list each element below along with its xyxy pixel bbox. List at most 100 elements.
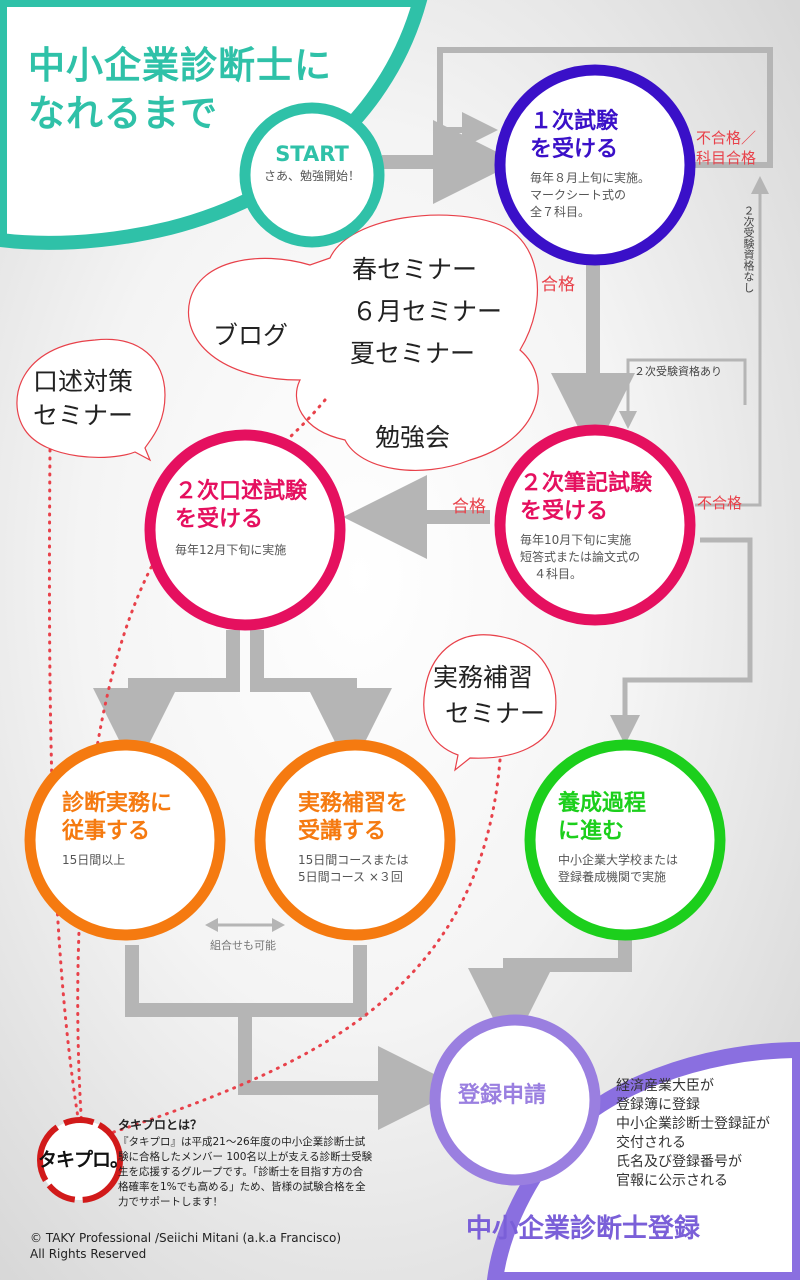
- label-fail-partial-1: 不合格／: [696, 129, 757, 147]
- bubble-jitsumu: [423, 634, 557, 772]
- loop-has-qual: [619, 358, 747, 429]
- registration-line: 官報に公示される: [616, 1173, 728, 1189]
- arrow-to-register: [125, 945, 367, 1017]
- title-panel-shape: [0, 0, 428, 250]
- title-line-1: 中小企業診断士に: [28, 44, 332, 87]
- node-course: 養成過程 に進む 中小企業大学校または 登録養成機関で実施: [558, 790, 698, 886]
- label-fail-partial-2: 科目合格: [696, 149, 757, 167]
- exam2o-desc-1: 毎年12月下旬に実施: [175, 543, 287, 557]
- bubble-oral-2: セミナー: [33, 401, 134, 430]
- exam2w-title-1: ２次筆記試験: [520, 471, 653, 496]
- loop-no-qual: [695, 176, 769, 507]
- bubble-oral: [16, 338, 166, 462]
- arrow-course-register: [468, 935, 632, 1052]
- about-line: 験に合格したメンバー 100名以上が支える診断士受験: [118, 1151, 373, 1163]
- bubble-blog: ブログ: [213, 321, 289, 350]
- register-title: 登録申請: [458, 1083, 547, 1108]
- bubble-spring: 春セミナー: [352, 255, 478, 284]
- copyright-line-1: © TAKY Professional /Seiichi Mitani (a.k…: [30, 1231, 342, 1245]
- practice-title-2: 従事する: [62, 819, 151, 844]
- label-fail-partial: 不合格／ 科目合格: [696, 128, 756, 168]
- node-start-circle: [239, 102, 385, 248]
- training-title-1: 実務補習を: [298, 791, 409, 816]
- exam2w-title-2: を受ける: [520, 499, 609, 524]
- node-exam2-written: ２次筆記試験 を受ける 毎年10月下旬に実施 短答式または論文式の ４科目。: [520, 470, 670, 583]
- exam2o-title-1: ２次口述試験: [175, 479, 308, 504]
- about-line: 力でサポートします！: [118, 1196, 223, 1208]
- node-exam2-oral: ２次口述試験 を受ける 毎年12月下旬に実施: [175, 478, 325, 559]
- exam2w-desc-3: ４科目。: [534, 567, 583, 581]
- registration-steps: 経済産業大臣が 登録簿に登録 中小企業診断士登録証が 交付される 氏名及び登録番…: [616, 1077, 770, 1191]
- node-exam1-circle: [494, 64, 696, 266]
- course-title-1: 養成過程: [558, 791, 647, 816]
- final-registration: 中小企業診断士登録: [466, 1214, 701, 1244]
- node-register: 登録申請: [458, 1082, 568, 1110]
- practice-desc-1: 15日間以上: [62, 853, 126, 867]
- copyright: © TAKY Professional /Seiichi Mitani (a.k…: [30, 1230, 341, 1262]
- course-desc-1: 中小企業大学校または: [558, 853, 679, 867]
- exam1-title-2: を受ける: [530, 137, 619, 162]
- page-title: 中小企業診断士に なれるまで: [28, 42, 388, 138]
- label-no-qual: ２次受験資格なし: [742, 205, 755, 293]
- exam1-desc-1: 毎年８月上旬に実施。: [530, 171, 651, 185]
- label-combo: 組合せも可能: [210, 939, 276, 952]
- node-training: 実務補習を 受講する 15日間コースまたは 5日間コース ×３回: [298, 790, 428, 886]
- training-title-2: 受講する: [298, 819, 387, 844]
- label-pass-2: 合格: [452, 497, 486, 517]
- copyright-line-2: All Rights Reserved: [30, 1247, 147, 1261]
- start-title: START: [275, 142, 349, 166]
- node-exam2w-circle: [494, 424, 696, 626]
- takipro-logo: タキプロ。: [38, 1149, 129, 1171]
- node-start: START さあ、勉強開始！: [245, 140, 379, 185]
- bubble-june: ６月セミナー: [352, 297, 503, 326]
- training-desc-1: 15日間コースまたは: [298, 853, 409, 867]
- node-exam2o-circle: [144, 429, 346, 631]
- node-practice: 診断実務に 従事する 15日間以上: [62, 790, 197, 869]
- label-fail-2: 不合格: [697, 494, 743, 512]
- practice-title-1: 診断実務に: [62, 791, 173, 816]
- label-has-qual: ２次受験資格あり: [634, 365, 722, 378]
- bubble-cloud-large: [188, 214, 539, 471]
- label-pass-1: 合格: [541, 275, 575, 295]
- arrow-exam2o-practice: [93, 630, 240, 772]
- course-title-2: に進む: [558, 819, 625, 844]
- arrow-exam2w-course: [610, 537, 753, 745]
- node-training-circle: [254, 739, 456, 941]
- title-line-2: なれるまで: [28, 92, 218, 135]
- exam2w-desc-2: 短答式または論文式の: [520, 550, 641, 564]
- arrow-merge-register: [238, 1010, 462, 1130]
- bubble-oral-1: 口述対策: [33, 367, 134, 396]
- dotted-line-jitsumu-logo: [103, 758, 502, 1137]
- registration-line: 交付される: [616, 1135, 686, 1151]
- arrow-combo-right-head: [272, 918, 285, 932]
- exam2o-title-2: を受ける: [175, 507, 264, 532]
- bubble-summer: 夏セミナー: [350, 339, 476, 368]
- loop-fail1: [437, 47, 773, 168]
- course-desc-2: 登録養成機関で実施: [558, 870, 667, 884]
- bubble-jitsumu-2: セミナー: [445, 699, 546, 728]
- registration-line: 経済産業大臣が: [616, 1078, 714, 1094]
- node-register-circle: [429, 1014, 601, 1186]
- arrow-exam2o-training: [250, 630, 392, 772]
- about-line: 『タキプロ』は平成21〜26年度の中小企業診断士試: [118, 1136, 366, 1148]
- start-desc: さあ、勉強開始！: [263, 169, 360, 183]
- node-practice-circle: [24, 739, 226, 941]
- bubble-jitsumu-1: 実務補習: [433, 663, 534, 692]
- registration-line: 氏名及び登録番号が: [616, 1154, 742, 1170]
- about-heading: タキプロとは？: [118, 1118, 203, 1132]
- exam1-desc-2: マークシート式の: [530, 188, 627, 202]
- registration-line: 登録簿に登録: [616, 1097, 700, 1113]
- logo-ring: [37, 1117, 123, 1203]
- arrow-combo-left-head: [205, 918, 218, 932]
- about-line: 格確率を1%でも高める」ため、皆様の試験合格を全: [118, 1181, 366, 1193]
- registration-line: 中小企業診断士登録証が: [616, 1116, 770, 1132]
- bubble-study: 勉強会: [375, 423, 451, 452]
- exam2w-desc-1: 毎年10月下旬に実施: [520, 533, 632, 547]
- dotted-line-oral-logo: [47, 448, 82, 1132]
- about-line: 生を応援するグループです。「診断士を目指す方の合: [118, 1166, 364, 1178]
- node-exam1: １次試験 を受ける 毎年８月上旬に実施。 マークシート式の 全７科目。: [530, 108, 670, 221]
- training-desc-2: 5日間コース ×３回: [298, 870, 403, 884]
- node-course-circle: [524, 739, 726, 941]
